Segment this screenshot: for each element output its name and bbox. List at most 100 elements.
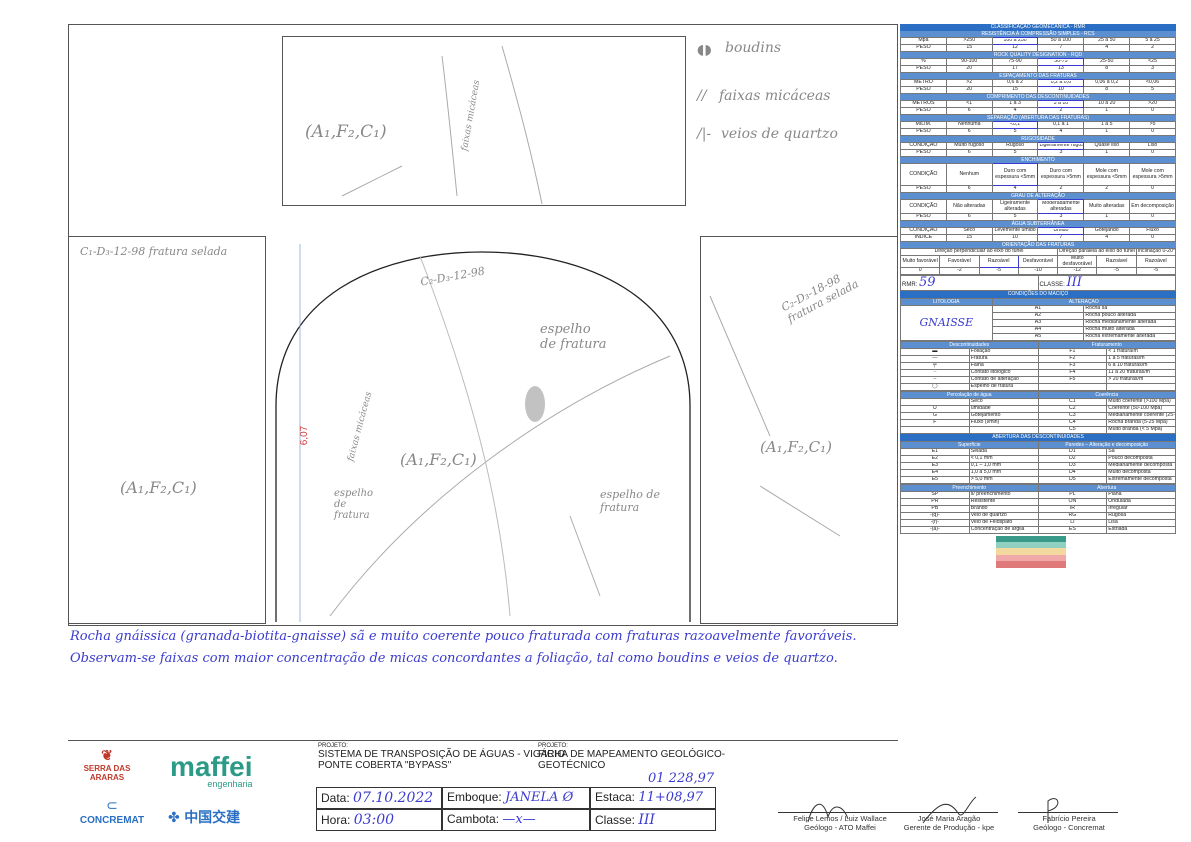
rug-peso: 5: [991, 149, 1039, 157]
orient-class: Favorável: [939, 255, 980, 268]
par-desc: Muito decomposta: [1106, 468, 1176, 477]
rcs-val: >250: [945, 37, 993, 45]
alt-peso: 3: [1037, 213, 1085, 221]
perc-code: [900, 425, 970, 434]
comp-val: >20: [1129, 100, 1176, 108]
pre-code: -(q)-: [900, 511, 970, 520]
rqd-val: 50-75: [1037, 58, 1085, 66]
orient-peso: -10: [1017, 267, 1059, 275]
maffei-logo-sub: engenharia: [207, 779, 253, 789]
perc-code: U: [900, 404, 970, 413]
orient-class: Desfavorável: [1017, 255, 1059, 268]
comp-peso: 0: [1129, 107, 1176, 115]
alt-desc: Rocha extremamente alterada: [1083, 332, 1176, 341]
legend-boudins: boudins: [725, 40, 782, 56]
contato-litologico-icon: ┈: [900, 368, 970, 377]
esp-peso: 15: [991, 86, 1039, 94]
alt-val: Ligeiramente alteradas: [991, 199, 1039, 214]
agua-peso: 0: [1129, 234, 1176, 242]
ench-val: Nenhum: [945, 163, 993, 186]
rcs-peso: 7: [1037, 44, 1085, 52]
rqd-unit: %: [900, 58, 947, 66]
desc-item: Contato litológico: [968, 368, 1039, 377]
scale-swatch: [996, 535, 1066, 543]
rqd-val: 75-90: [991, 58, 1039, 66]
esp-title: ESPAÇAMENTO DAS FRATURAS: [900, 73, 1176, 79]
alt-code: A1: [991, 304, 1085, 313]
legend-faixas: faixas micáceas: [719, 88, 831, 104]
rqd-val: <25: [1129, 58, 1176, 66]
espelho-icon: ◯: [900, 382, 970, 391]
serra-logo-text: SERRA DAS ARARAS: [83, 764, 131, 782]
pre-code: PR: [900, 497, 970, 506]
rqd-peso-label: PESO: [900, 65, 947, 73]
emboque-field[interactable]: Emboque: JANELA Ø: [442, 787, 590, 809]
alt-peso: 1: [1083, 213, 1131, 221]
orient-class: Muito favorável: [899, 255, 941, 268]
sup-desc: Selada: [968, 447, 1039, 456]
orient-peso: -12: [1057, 267, 1098, 275]
rcs-val: 100 a 250: [991, 37, 1039, 45]
par-desc: Medianamente decomposta: [1106, 461, 1176, 470]
alt-code: A3: [991, 318, 1085, 327]
sig3: Fabrício Pereira Geólogo - Concremat: [1014, 814, 1124, 832]
concremat-logo: ⊂ CONCREMAT: [72, 797, 152, 826]
estaca-field[interactable]: Estaca: 11+08,97: [590, 787, 716, 809]
alt-unit: CONDIÇÃO: [900, 199, 947, 214]
abt-code: LI: [1037, 518, 1108, 527]
rqd-peso: 8: [1083, 65, 1131, 73]
comp-peso: 1: [1083, 107, 1131, 115]
comp-val: 3 a 10: [1037, 100, 1085, 108]
abt-desc: Estriada: [1106, 525, 1176, 534]
esp-val: 0,06 a 0,2: [1083, 79, 1131, 87]
cambota-field[interactable]: Cambota: —x—: [442, 809, 590, 831]
frat-code: F2: [1037, 354, 1108, 363]
signature-3: [1047, 798, 1059, 823]
perc-code: [900, 397, 970, 406]
project-label: PROJETO:: [318, 743, 348, 749]
concremat-logo-text: CONCREMAT: [79, 815, 145, 826]
ench-peso: 2: [1083, 185, 1131, 193]
coer-desc: Rocha branda (5-25 Mpa): [1106, 418, 1176, 427]
comp-title: COMPRIMENTO DAS DESCONTINUIDADES: [900, 94, 1176, 100]
right-wall-label: (A₁,F₂,C₁): [760, 438, 832, 456]
rcs-title: RESISTÊNCIA À COMPRESSÃO SIMPLES - RCS: [900, 31, 1176, 37]
ench-unit: CONDIÇÃO: [900, 163, 947, 186]
hora-field[interactable]: Hora: 03:00: [316, 809, 442, 831]
alt-desc: Rocha pouco alterada: [1083, 311, 1176, 320]
desc-header: Descontinuidades: [900, 340, 1039, 349]
sig3-name: Fabrício Pereira: [1042, 814, 1096, 823]
abt-code: RG: [1037, 511, 1108, 520]
sig1: Felipe Lemos / Luiz Wallace Geólogo - AT…: [770, 814, 910, 832]
project-block: PROJETO: SISTEMA DE TRANSPOSIÇÃO DE ÁGUA…: [318, 743, 588, 771]
classe-field[interactable]: Classe: III: [590, 809, 716, 831]
scale-swatch: [996, 542, 1066, 549]
data-value: 07.10.2022: [353, 790, 434, 806]
data-field[interactable]: Data: 07.10.2022: [316, 787, 442, 809]
coer-code: C2: [1037, 404, 1108, 413]
emboque-label: Emboque:: [447, 790, 502, 804]
ab-val: Nenhuma: [945, 121, 993, 129]
esp-val: <0,06: [1129, 79, 1176, 87]
par-code: D3: [1037, 461, 1108, 470]
rug-peso: 3: [1037, 149, 1085, 157]
contato-alteracao-icon: ╌: [900, 375, 970, 384]
frat-code: F3: [1037, 361, 1108, 370]
agua-unit: CONDIÇÃO: [900, 227, 947, 235]
ab-peso: 1: [1083, 128, 1131, 136]
rcs-peso: 2: [1129, 44, 1176, 52]
scale-swatch: [996, 548, 1066, 555]
sig2: José Maria Aragão Gerente de Produção - …: [895, 814, 1003, 832]
comp-peso: 4: [991, 107, 1039, 115]
agua-peso: 15: [945, 234, 993, 242]
estaca-value: 11+08,97: [638, 790, 704, 805]
desc-item: Contato de alteração: [968, 375, 1039, 384]
rug-peso: 0: [1129, 149, 1176, 157]
abt-code: ES: [1037, 525, 1108, 534]
rug-title: RUGOSIDADE: [900, 136, 1176, 142]
left-wall-label: (A₁,F₂,C₁): [120, 478, 197, 497]
